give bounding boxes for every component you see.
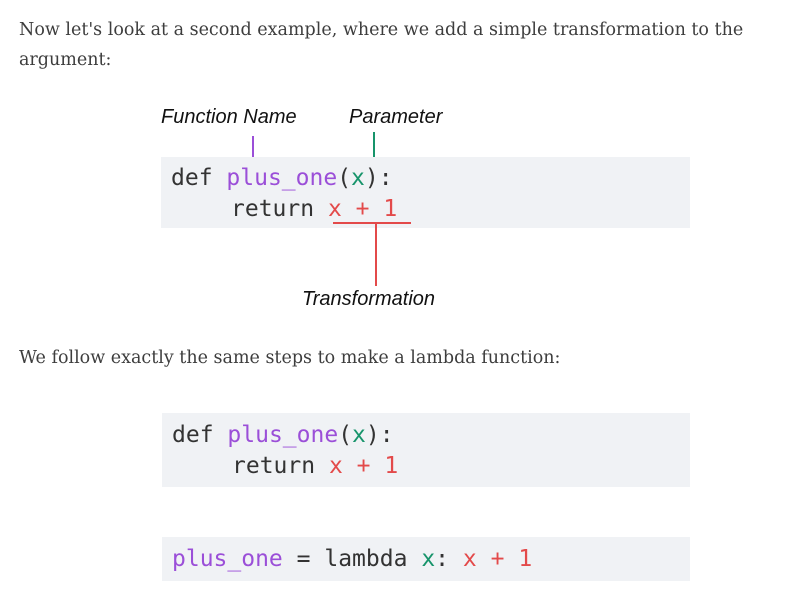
function-name: plus_one [172, 546, 283, 572]
expr-one: 1 [383, 196, 398, 222]
parameter-x: x [351, 165, 365, 191]
expr-one: 1 [384, 453, 399, 479]
code-line-lambda: plus_one = lambda x: x + 1 [172, 544, 532, 574]
transformation-connector-vertical [375, 222, 377, 286]
parameter-connector-vertical [373, 132, 375, 165]
parameter-label: Parameter [349, 106, 443, 128]
code-block-annotated: def plus_one(x): return x + 1 [161, 157, 690, 228]
function-name: plus_one [226, 165, 338, 191]
code-line-def: def plus_one(x): [171, 163, 393, 193]
assign-operator: = [296, 546, 311, 572]
code-line-return: return x + 1 [232, 451, 398, 481]
function-name-connector-vertical [252, 136, 254, 165]
expr-x: x [462, 546, 477, 572]
expr-plus: + [356, 453, 371, 479]
expr-plus: + [490, 546, 505, 572]
lambda-intro-paragraph: We follow exactly the same steps to make… [19, 348, 561, 368]
code-block-lambda: plus_one = lambda x: x + 1 [162, 537, 690, 581]
keyword-lambda: lambda [324, 546, 408, 572]
keyword-return: return [231, 196, 315, 222]
transformation-label: Transformation [302, 288, 436, 310]
function-name: plus_one [227, 422, 339, 448]
open-paren: ( [337, 165, 352, 191]
transformation-underline [333, 222, 411, 224]
close-paren-colon: ): [365, 422, 394, 448]
close-paren-colon: ): [364, 165, 393, 191]
expr-x: x [327, 196, 342, 222]
parameter-x: x [421, 546, 436, 572]
keyword-return: return [232, 453, 316, 479]
function-name-label: Function Name [161, 106, 297, 128]
expr-plus: + [355, 196, 370, 222]
code-line-def: def plus_one(x): [172, 420, 394, 450]
expr-x: x [328, 453, 343, 479]
open-paren: ( [338, 422, 353, 448]
keyword-def: def [171, 165, 213, 191]
intro-paragraph: Now let's look at a second example, wher… [19, 20, 744, 70]
colon: : [435, 546, 450, 572]
expr-one: 1 [518, 546, 533, 572]
code-block-def: def plus_one(x): return x + 1 [162, 413, 690, 487]
code-line-return: return x + 1 [231, 194, 397, 224]
keyword-def: def [172, 422, 214, 448]
parameter-x: x [352, 422, 366, 448]
